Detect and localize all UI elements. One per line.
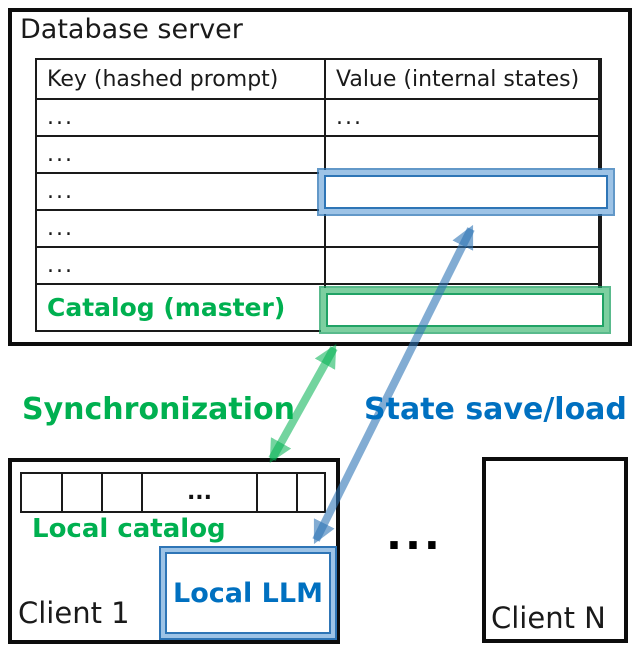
table-row-key: ...	[37, 100, 324, 135]
table-row-value: ...	[326, 100, 598, 135]
table-row-key: ...	[37, 248, 324, 283]
local-catalog-label: Local catalog	[32, 514, 226, 544]
client-1-label: Client 1	[18, 596, 130, 630]
catalog-master-highlight-box	[321, 288, 609, 332]
catalog-cell	[298, 474, 324, 511]
local-catalog-strip: ...	[20, 472, 326, 513]
catalog-cell	[258, 474, 298, 511]
table-row-value	[326, 248, 598, 283]
client-n-box	[482, 457, 628, 643]
state-value-highlight-box	[319, 170, 613, 214]
table-row-key: ...	[37, 211, 324, 246]
table-header-key: Key (hashed prompt)	[37, 60, 324, 98]
client-n-label: Client N	[491, 601, 606, 635]
table-row-value	[326, 211, 598, 246]
catalog-cell-ellipsis: ...	[143, 474, 258, 511]
table-row-key: ...	[37, 137, 324, 172]
key-value-table: Key (hashed prompt) Value (internal stat…	[35, 58, 602, 332]
catalog-cell	[103, 474, 143, 511]
state-save-load-label: State save/load	[364, 392, 627, 427]
database-server-title: Database server	[20, 14, 243, 45]
table-row-value	[326, 137, 598, 172]
table-row-key: ...	[37, 174, 324, 209]
catalog-cell	[22, 474, 63, 511]
clients-ellipsis: ...	[386, 510, 443, 559]
local-llm-box: Local LLM	[161, 548, 335, 638]
local-llm-label: Local LLM	[173, 577, 323, 609]
table-header-value: Value (internal states)	[326, 60, 598, 98]
catalog-cell	[63, 474, 103, 511]
synchronization-label: Synchronization	[22, 392, 296, 427]
table-row-catalog-master: Catalog (master)	[37, 285, 324, 330]
